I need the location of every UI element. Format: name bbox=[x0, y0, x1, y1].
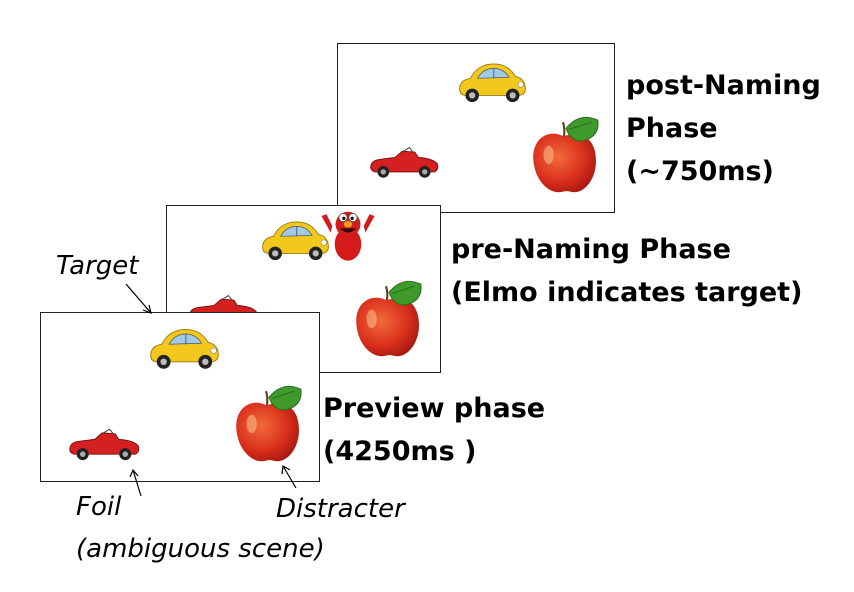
preview-label-line1: Preview phase bbox=[323, 393, 546, 424]
target-annotation: Target bbox=[56, 251, 139, 281]
post-naming-label: post-Naming Phase (~750ms) bbox=[626, 64, 821, 193]
pre-naming-label-line2: (Elmo indicates target) bbox=[451, 277, 803, 308]
post-naming-scene bbox=[337, 43, 615, 213]
distracter-arrow bbox=[281, 465, 297, 489]
preview-scene bbox=[40, 312, 320, 482]
preview-label-line2: (4250ms ) bbox=[323, 436, 477, 467]
pre-naming-label-line1: pre-Naming Phase bbox=[451, 234, 731, 265]
foil-annotation-subtext: (ambiguous scene) bbox=[76, 534, 325, 564]
foil-arrow bbox=[129, 468, 142, 497]
post-naming-label-line1: post-Naming bbox=[626, 70, 821, 101]
target-arrow bbox=[125, 283, 152, 314]
post-naming-label-line2: Phase bbox=[626, 113, 718, 144]
foil-annotation: Foil bbox=[76, 492, 122, 522]
pre-naming-label: pre-Naming Phase (Elmo indicates target) bbox=[451, 228, 802, 314]
preview-label: Preview phase (4250ms ) bbox=[323, 387, 545, 473]
distracter-annotation: Distracter bbox=[276, 494, 405, 524]
post-naming-label-line3: (~750ms) bbox=[626, 156, 774, 187]
